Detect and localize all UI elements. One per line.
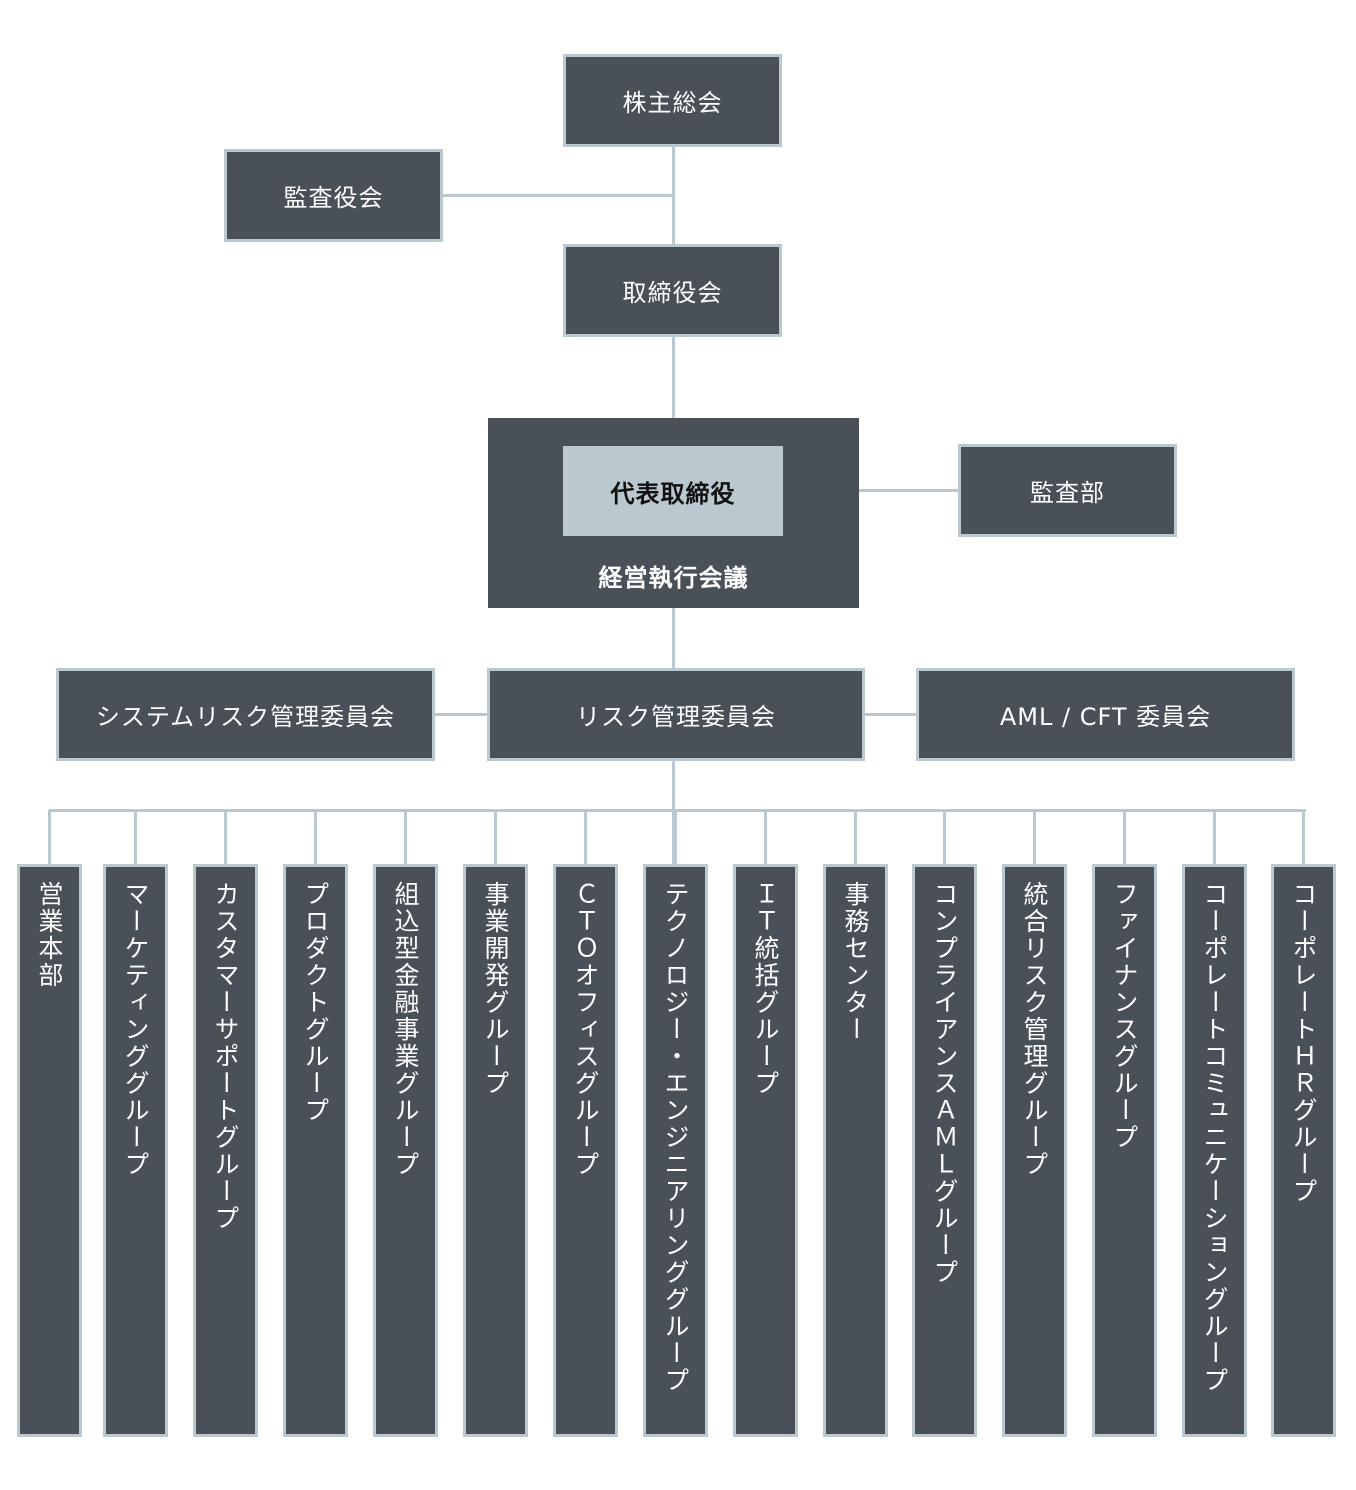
department-connector (494, 810, 497, 866)
management-committee-label: 経営執行会議 (598, 564, 749, 592)
department-bus-line (49, 809, 1306, 812)
department-box: マーケティンググループ (103, 864, 168, 1437)
department-label: テクノロジー・エンジニアリンググループ (661, 881, 690, 1394)
internal-audit-box: 監査部 (958, 444, 1177, 537)
connector-system-risk (433, 713, 490, 716)
connector-board-ceo (672, 336, 675, 420)
department-box: コーポレートＨＲグループ (1271, 864, 1336, 1437)
department-label: プロダクトグループ (301, 881, 330, 1124)
department-connector (584, 810, 587, 866)
system-risk-committee-box: システムリスク管理委員会 (56, 668, 435, 761)
department-box: ファイナンスグループ (1092, 864, 1157, 1437)
department-label: コーポレートＨＲグループ (1289, 881, 1318, 1205)
department-connector (134, 810, 137, 866)
department-box: カスタマーサポートグループ (193, 864, 258, 1437)
board-of-directors-label: 取締役会 (622, 279, 723, 307)
department-connector (48, 810, 51, 866)
risk-committee-box: リスク管理委員会 (487, 668, 865, 761)
board-of-directors-box: 取締役会 (563, 244, 782, 337)
shareholders-meeting-box: 株主総会 (563, 54, 782, 147)
internal-audit-label: 監査部 (1030, 479, 1105, 507)
department-box: コンプライアンスＡＭＬグループ (912, 864, 977, 1437)
audit-board-box: 監査役会 (224, 149, 443, 242)
ceo-label: 代表取締役 (610, 479, 736, 508)
connector-aml-cft (863, 713, 920, 716)
department-label: コーポレートコミュニケーショングループ (1200, 881, 1229, 1394)
department-label: 営業本部 (35, 881, 64, 989)
system-risk-committee-label: システムリスク管理委員会 (95, 703, 396, 731)
department-box: 事務センター (823, 864, 888, 1437)
department-label: ＩＴ統括グループ (751, 881, 780, 1097)
ceo-box: 代表取締役 (563, 446, 783, 536)
department-label: 統合リスク管理グループ (1020, 881, 1049, 1178)
department-label: ファイナンスグループ (1110, 881, 1139, 1151)
shareholders-meeting-label: 株主総会 (622, 89, 723, 117)
department-box: 統合リスク管理グループ (1002, 864, 1067, 1437)
department-box: プロダクトグループ (283, 864, 348, 1437)
department-label: コンプライアンスＡＭＬグループ (930, 881, 959, 1286)
management-committee-box: 代表取締役 経営執行会議 (488, 418, 859, 608)
department-label: 組込型金融事業グループ (391, 881, 420, 1178)
department-connector (674, 810, 677, 866)
department-box: コーポレートコミュニケーショングループ (1182, 864, 1247, 1437)
department-box: 営業本部 (17, 864, 82, 1437)
department-connector (764, 810, 767, 866)
department-box: テクノロジー・エンジニアリンググループ (643, 864, 708, 1437)
audit-board-label: 監査役会 (283, 184, 384, 212)
department-connector (943, 810, 946, 866)
department-connector (404, 810, 407, 866)
department-label: マーケティンググループ (121, 881, 150, 1178)
aml-cft-committee-box: AML / CFT 委員会 (916, 668, 1295, 761)
department-label: カスタマーサポートグループ (211, 881, 240, 1232)
department-box: ＩＴ統括グループ (733, 864, 798, 1437)
department-label: 事務センター (841, 881, 870, 1043)
aml-cft-committee-label: AML / CFT 委員会 (999, 703, 1212, 731)
connector-ceo-internal-audit (782, 489, 962, 492)
department-connector (1302, 810, 1305, 866)
department-connector (224, 810, 227, 866)
department-connector (314, 810, 317, 866)
department-box: ＣＴＯオフィスグループ (553, 864, 618, 1437)
department-box: 組込型金融事業グループ (373, 864, 438, 1437)
department-connector (1213, 810, 1216, 866)
risk-committee-label: リスク管理委員会 (576, 703, 776, 731)
department-box: 事業開発グループ (463, 864, 528, 1437)
department-connector (1033, 810, 1036, 866)
department-connector (854, 810, 857, 866)
connector-audit-board (441, 194, 674, 197)
department-label: ＣＴＯオフィスグループ (571, 881, 600, 1178)
department-label: 事業開発グループ (481, 881, 510, 1097)
connector-risk-bus (672, 760, 675, 866)
connector-management-risk (672, 607, 675, 670)
department-connector (1123, 810, 1126, 866)
